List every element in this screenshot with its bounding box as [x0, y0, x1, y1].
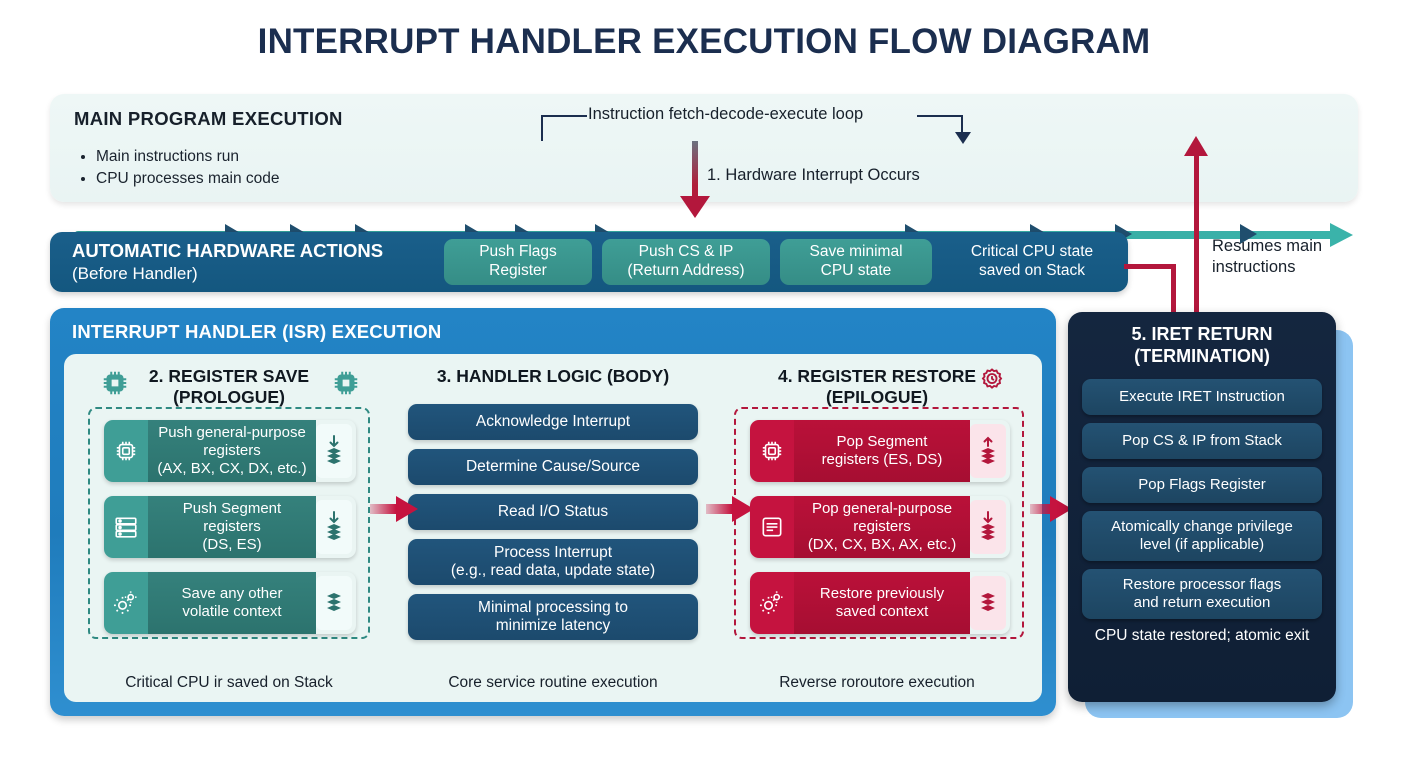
list-item: CPU processes main code [96, 168, 280, 190]
pill-pop-cs-ip[interactable]: Pop CS & IP from Stack [1082, 423, 1322, 460]
column-heading: 2. REGISTER SAVE(PROLOGUE) [148, 366, 310, 407]
loop-bracket-right [917, 115, 963, 134]
stack-icon [970, 576, 1006, 630]
loop-label: Instruction fetch-decode-execute loop [588, 105, 864, 123]
gears-icon [104, 572, 148, 634]
flow-arrow-stem [1030, 504, 1052, 514]
pill-acknowledge-interrupt[interactable]: Acknowledge Interrupt [408, 404, 698, 440]
main-program-heading: MAIN PROGRAM EXECUTION [74, 108, 343, 129]
interrupt-arrowhead-icon [680, 196, 710, 218]
column-caption: Reverse roroutore execution [779, 674, 975, 691]
iret-heading: 5. IRET RETURN(TERMINATION) [1131, 324, 1273, 366]
main-program-bullets: Main instructions run CPU processes main… [80, 146, 280, 191]
flow-arrow-stem [706, 504, 732, 514]
hardware-heading-text: AUTOMATIC HARDWARE ACTIONS [72, 240, 384, 262]
pill-push-segment-registers[interactable]: Push Segment registers(DS, ES) [104, 496, 356, 558]
pill-determine-cause[interactable]: Determine Cause/Source [408, 449, 698, 485]
loop-arrowhead-icon [955, 132, 971, 144]
isr-heading: INTERRUPT HANDLER (ISR) EXECUTION [72, 321, 442, 342]
flow-arrow-logic-to-restore [732, 496, 754, 522]
stack-down-icon [970, 500, 1006, 554]
interrupt-arrow-line [692, 141, 698, 203]
iret-return-panel: 5. IRET RETURN(TERMINATION) Execute IRET… [1068, 312, 1336, 702]
pill-label: Push Segment registers(DS, ES) [148, 496, 316, 558]
gear-clock-icon [976, 366, 1008, 398]
loop-bracket-left [541, 115, 587, 141]
flow-arrow-stem [370, 504, 396, 514]
server-rack-icon [750, 496, 794, 558]
hardware-subheading: (Before Handler) [72, 263, 198, 283]
column-register-restore: 4. REGISTER RESTORE(EPILOGUE) [712, 354, 1042, 702]
register-restore-group-outline [734, 407, 1024, 639]
pill-pop-flags[interactable]: Pop Flags Register [1082, 467, 1322, 504]
return-route-vertical [1171, 264, 1176, 324]
cpu-chip-icon [331, 368, 361, 398]
column-caption: Core service routine execution [448, 674, 658, 691]
stack-up-icon [970, 424, 1006, 478]
isr-execution-panel: INTERRUPT HANDLER (ISR) EXECUTION 2. REG… [50, 308, 1056, 716]
column-caption: Critical CPU ir saved on Stack [125, 674, 333, 691]
pill-execute-iret[interactable]: Execute IRET Instruction [1082, 379, 1322, 416]
automatic-hardware-actions-bar: AUTOMATIC HARDWARE ACTIONS (Before Handl… [50, 232, 1128, 292]
hardware-heading: AUTOMATIC HARDWARE ACTIONS (Before Handl… [72, 240, 444, 284]
pill-process-interrupt[interactable]: Process Interrupt(e.g., read data, updat… [408, 539, 698, 585]
isr-columns: 2. REGISTER SAVE(PROLOGUE) [64, 354, 1042, 702]
column-register-save: 2. REGISTER SAVE(PROLOGUE) [64, 354, 394, 702]
hardware-pill-push-cs-ip[interactable]: Push CS & IP(Return Address) [602, 239, 770, 285]
interrupt-label: 1. Hardware Interrupt Occurs [707, 166, 920, 184]
flow-arrow-save-to-logic [396, 496, 418, 522]
timeline-tick-icon [1240, 224, 1257, 244]
list-item: Main instructions run [96, 146, 280, 168]
stack-icon [316, 576, 352, 630]
column-handler-logic: 3. HANDLER LOGIC (BODY) Acknowledge Inte… [394, 354, 712, 702]
cpu-chip-icon [104, 420, 148, 482]
stack-down-icon [316, 500, 352, 554]
timeline-arrowhead-icon [1330, 223, 1353, 247]
cpu-chip-icon [100, 368, 130, 398]
register-save-group-outline [88, 407, 370, 639]
server-rack-icon [104, 496, 148, 558]
flow-arrow-restore-to-iret [1050, 496, 1072, 522]
column-heading: 4. REGISTER RESTORE(EPILOGUE) [777, 366, 977, 407]
resume-arrowhead-icon [1184, 136, 1208, 156]
handler-logic-items: Acknowledge Interrupt Determine Cause/So… [408, 404, 698, 649]
gears-icon [750, 572, 794, 634]
stack-down-icon [316, 424, 352, 478]
page-title: INTERRUPT HANDLER EXECUTION FLOW DIAGRAM [257, 22, 1151, 61]
pill-read-io-status[interactable]: Read I/O Status [408, 494, 698, 530]
iret-caption: CPU state restored; atomic exit [1094, 627, 1310, 645]
column-heading: 3. HANDLER LOGIC (BODY) [436, 366, 670, 386]
return-route-horizontal [1124, 264, 1176, 269]
resume-arrow-line [1194, 152, 1199, 327]
cpu-chip-icon [750, 420, 794, 482]
